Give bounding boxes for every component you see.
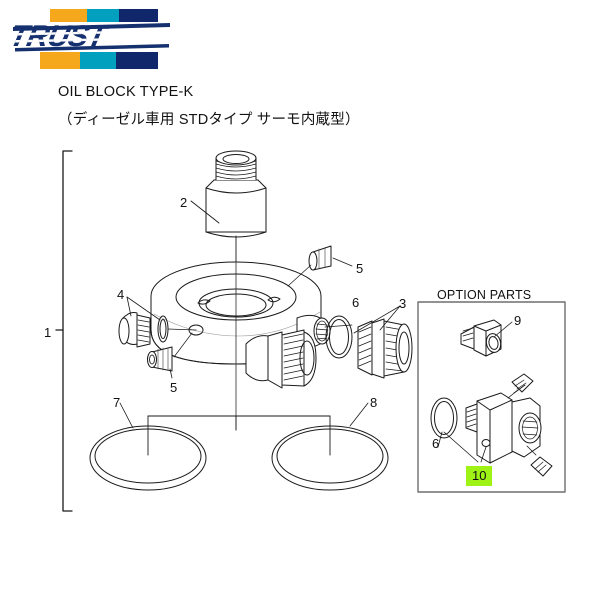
logo-bar-orange (50, 9, 87, 22)
option-parts-box (417, 301, 566, 493)
logo-color-bars-bottom (40, 52, 159, 69)
callout-8: 8 (370, 395, 378, 410)
logo-bar-teal-2 (80, 52, 116, 69)
callout-9: 9 (514, 313, 522, 328)
part-6-o-ring (324, 315, 353, 359)
part-3-an-fitting-front (245, 329, 317, 389)
trust-wordmark: TRUST TRUST (12, 20, 170, 53)
part-7-gasket (89, 425, 207, 491)
part-4-plug-and-washer (118, 296, 197, 348)
callout-10: 10 (466, 466, 493, 486)
logo-bar-teal (86, 9, 120, 22)
block-right-port (296, 314, 331, 348)
callout-6: 6 (352, 295, 360, 310)
callout-4: 4 (117, 287, 125, 302)
callout-5: 5 (356, 261, 364, 276)
part-5-hex-plug-upper (287, 245, 353, 287)
part-3-an-fitting-exploded (353, 305, 413, 379)
assembly-bracket-1 (55, 150, 73, 512)
callout-7: 7 (113, 395, 121, 410)
callout-1: 1 (44, 325, 52, 340)
wordmark-text: TRUST (12, 20, 112, 53)
callout-3: 3 (399, 296, 407, 311)
option-parts-label: OPTION PARTS (437, 288, 532, 302)
part-8-gasket (271, 425, 389, 491)
part-2-top-adapter (190, 150, 267, 301)
logo-bar-navy-2 (115, 52, 159, 69)
callout-6: 6 (432, 436, 440, 451)
callout-5: 5 (170, 380, 178, 395)
option-part-6-o-ring (430, 397, 458, 439)
logo-bar-orange-2 (40, 52, 81, 69)
logo-color-bars-top (50, 9, 158, 22)
callout-2: 2 (180, 195, 188, 210)
part-5-hex-plug-lower (147, 332, 193, 379)
product-title-jp: （ディーゼル車用 STDタイプ サーモ内蔵型） (58, 112, 360, 128)
parts-7-8-gaskets (89, 402, 389, 491)
part-10-fitting-assembly (430, 373, 553, 477)
trust-logo: TRUST TRUST (12, 6, 172, 72)
part-1-oil-block-body (150, 235, 331, 431)
logo-bar-navy (119, 9, 158, 22)
product-title-en: OIL BLOCK TYPE-K (58, 84, 194, 100)
part-9-adapter (460, 319, 513, 357)
